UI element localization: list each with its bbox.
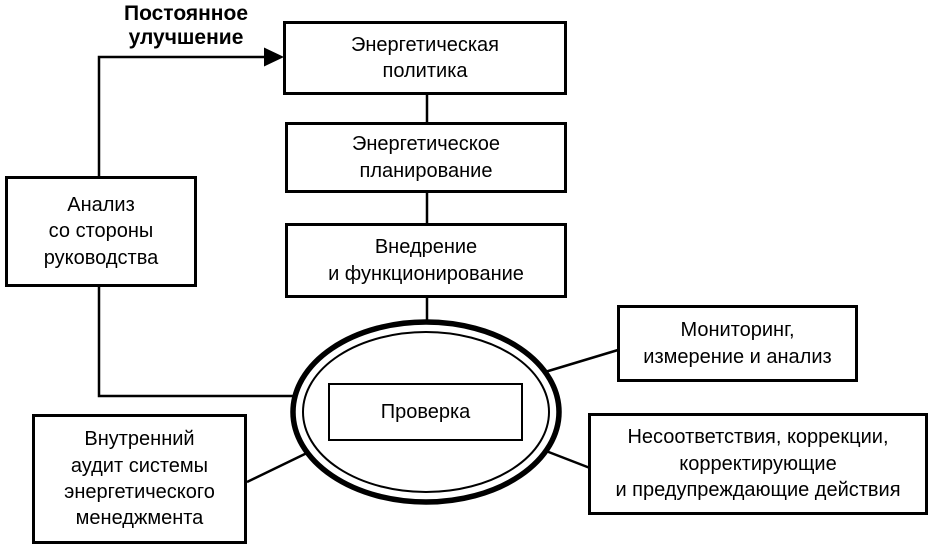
connector-checking-to-nonconformities [545, 449, 591, 470]
arrow-head-icon [264, 47, 284, 67]
connector-checking-to-monitoring [544, 348, 619, 374]
node-internal-audit: Внутренний аудит системы энергетического… [32, 414, 247, 544]
node-energy-planning: Энергетическое планирование [285, 122, 567, 193]
connector-review-to-policy [97, 55, 266, 176]
node-management-review: Анализ со стороны руководства [5, 176, 197, 287]
node-implementation: Внедрение и функционирование [285, 223, 567, 298]
node-checking: Проверка [328, 383, 523, 441]
node-energy-policy: Энергетическая политика [283, 21, 567, 95]
node-nonconformities: Несоответствия, коррекции, корректирующи… [588, 413, 928, 515]
checking-ellipse [290, 319, 562, 505]
connector-audit-to-checking [246, 450, 310, 484]
node-monitoring: Мониторинг, измерение и анализ [617, 305, 858, 382]
connector-review-to-checking [97, 287, 294, 398]
continuous-improvement-label: Постоянное улучшение [123, 2, 248, 49]
